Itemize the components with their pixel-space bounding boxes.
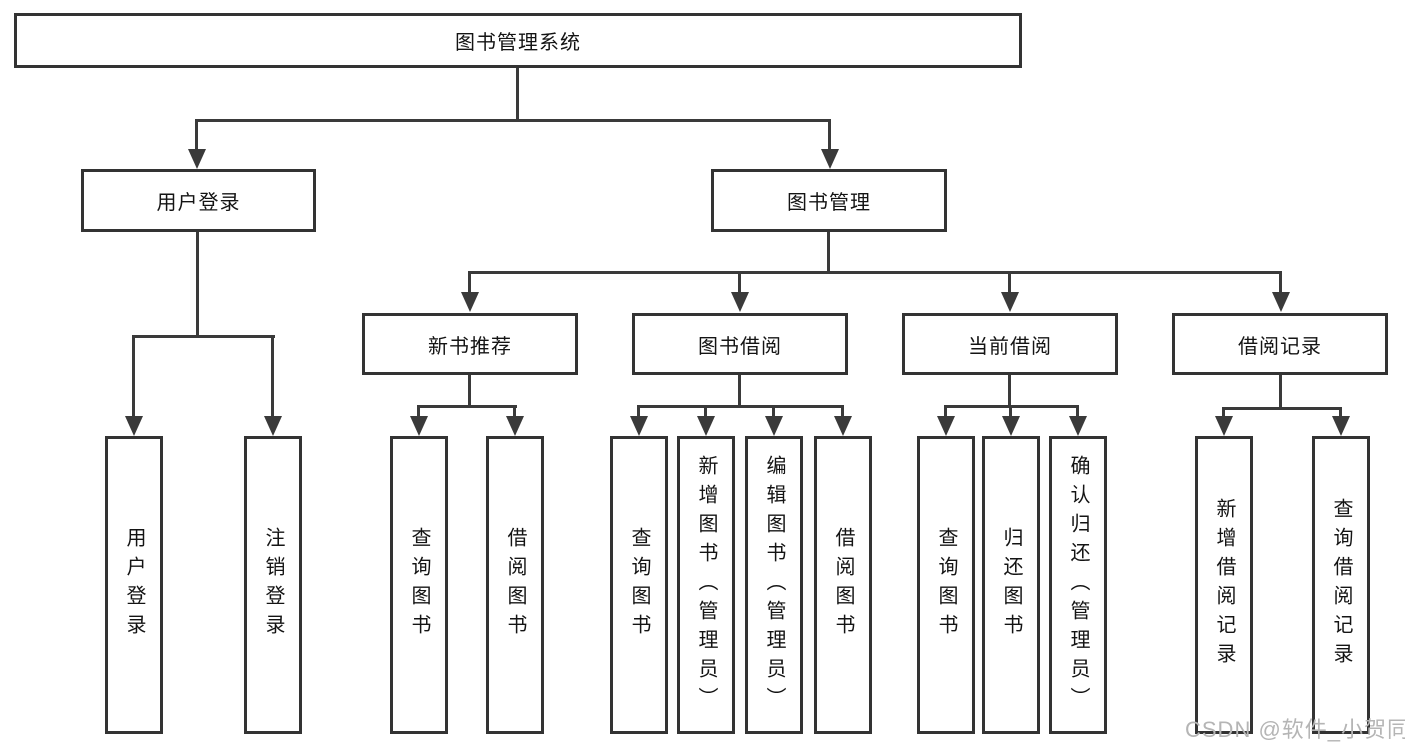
connector-user-login-stem (196, 232, 199, 336)
node-library-management-system: 图书管理系统 (14, 13, 1022, 68)
connector-group2-stem (738, 375, 741, 406)
down-arrow-icon (834, 405, 852, 436)
down-arrow-icon (1272, 271, 1290, 312)
down-arrow-icon (125, 335, 143, 436)
connector-user-login-hline (133, 335, 275, 338)
connector-group4-stem (1279, 375, 1282, 408)
leaf-label: 查询图书 (628, 527, 650, 643)
node-book-management: 图书管理 (711, 169, 947, 232)
down-arrow-icon (1069, 405, 1087, 436)
leaf-confirm-return-admin: 确认归还（管理员） (1049, 436, 1107, 734)
leaf-label: 用户登录 (123, 527, 145, 643)
leaf-query-books-borrowing: 查询图书 (610, 436, 668, 734)
leaf-query-books-recommend: 查询图书 (390, 436, 448, 734)
node-label: 新书推荐 (428, 335, 512, 358)
down-arrow-icon (731, 271, 749, 312)
connector-book-management-stem (827, 232, 830, 272)
node-label: 图书借阅 (698, 335, 782, 358)
leaf-query-borrow-record: 查询借阅记录 (1312, 436, 1370, 734)
leaf-label: 借阅图书 (504, 527, 526, 643)
connector-level3-hline (468, 271, 1282, 274)
leaf-label: 查询图书 (408, 527, 430, 643)
leaf-label: 注销登录 (262, 527, 284, 643)
node-book-borrowing: 图书借阅 (632, 313, 848, 375)
leaf-label: 归还图书 (1000, 527, 1022, 643)
node-label: 图书管理 (787, 192, 871, 214)
leaf-label: 新增图书（管理员） (695, 454, 717, 716)
watermark-text: CSDN @软件_小贺同学 (1185, 717, 1405, 742)
leaf-query-books-current: 查询图书 (917, 436, 975, 734)
leaf-label: 查询借阅记录 (1330, 498, 1352, 672)
connector-group1-hline (417, 405, 517, 408)
node-label: 当前借阅 (968, 335, 1052, 358)
down-arrow-icon (506, 405, 524, 436)
leaf-label: 借阅图书 (832, 527, 854, 643)
down-arrow-icon (1215, 407, 1233, 436)
node-borrowing-records: 借阅记录 (1172, 313, 1388, 375)
leaf-label: 编辑图书（管理员） (763, 454, 785, 716)
node-user-login: 用户登录 (81, 169, 316, 232)
down-arrow-icon (264, 335, 282, 436)
leaf-borrow-books-borrowing: 借阅图书 (814, 436, 872, 734)
leaf-edit-book-admin: 编辑图书（管理员） (745, 436, 803, 734)
node-label: 用户登录 (156, 192, 241, 214)
down-arrow-icon (937, 405, 955, 436)
leaf-borrow-books-recommend: 借阅图书 (486, 436, 544, 734)
down-arrow-icon (1002, 405, 1020, 436)
connector-root-stem (516, 68, 519, 120)
leaf-return-books: 归还图书 (982, 436, 1040, 734)
node-current-borrowing: 当前借阅 (902, 313, 1118, 375)
down-arrow-icon (461, 271, 479, 312)
connector-group3-stem (1008, 375, 1011, 406)
leaf-label: 查询图书 (935, 527, 957, 643)
leaf-add-borrow-record: 新增借阅记录 (1195, 436, 1253, 734)
down-arrow-icon (1001, 271, 1019, 312)
node-new-book-recommendation: 新书推荐 (362, 313, 578, 375)
connector-group4-hline (1222, 407, 1342, 410)
down-arrow-icon (697, 405, 715, 436)
down-arrow-icon (821, 119, 839, 169)
down-arrow-icon (630, 405, 648, 436)
down-arrow-icon (765, 405, 783, 436)
leaf-label: 新增借阅记录 (1213, 498, 1235, 672)
node-label: 图书管理系统 (455, 32, 581, 54)
connector-level2-hline (196, 119, 831, 122)
connector-group1-stem (468, 375, 471, 406)
leaf-label: 确认归还（管理员） (1067, 454, 1089, 716)
connector-group2-hline (637, 405, 844, 408)
down-arrow-icon (188, 119, 206, 169)
down-arrow-icon (410, 405, 428, 436)
node-label: 借阅记录 (1238, 335, 1322, 358)
down-arrow-icon (1332, 407, 1350, 436)
leaf-add-book-admin: 新增图书（管理员） (677, 436, 735, 734)
leaf-user-login: 用户登录 (105, 436, 163, 734)
leaf-logout: 注销登录 (244, 436, 302, 734)
